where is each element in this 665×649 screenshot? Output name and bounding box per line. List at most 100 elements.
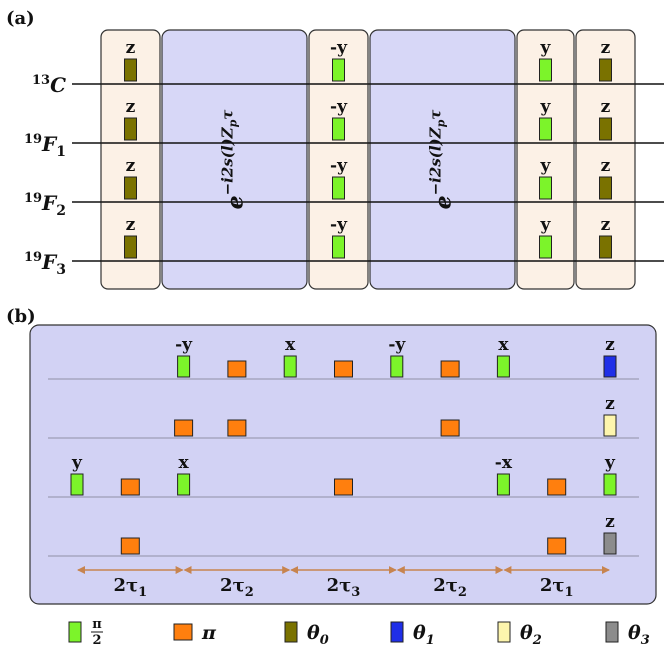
panel-a-qubit-labels: 13C 19F1 19F2 19F3 (24, 73, 66, 278)
panel-a-label: (a) (6, 8, 35, 29)
pulse-axis-label: z (126, 97, 136, 117)
theta1-pulse (603, 355, 617, 378)
pulse-axis-label: y (540, 156, 552, 176)
half-pi-pulse (177, 355, 191, 378)
legend-swatch-pi (173, 623, 193, 641)
pulse-marker (332, 176, 345, 200)
legend-swatch-theta3 (605, 621, 619, 643)
pulse-axis-label: z (601, 215, 611, 235)
pulse-axis-label: -y (330, 215, 348, 235)
pi-pulse (227, 360, 247, 378)
pulse-axis-label: z (126, 156, 136, 176)
panel-b-intervals: 2τ1 2τ2 2τ3 2τ2 2τ1 (77, 566, 610, 600)
pulse-axis-label: -y (330, 156, 348, 176)
pi-pulse (547, 537, 567, 555)
pulse-axis-label: z (605, 335, 615, 355)
pulse-marker (332, 58, 345, 82)
legend-label: π (201, 622, 217, 644)
pulse-column (516, 29, 575, 290)
half-pi-pulse (177, 473, 191, 496)
half-pi-pulse (496, 473, 510, 496)
legend-label: θ1 (413, 622, 435, 648)
pi-pulse (334, 360, 353, 378)
interval-label: 2τ1 (540, 575, 574, 600)
pulse-marker (124, 58, 137, 82)
pulse-axis-label: z (605, 512, 615, 532)
pulse-axis-label: -y (175, 335, 193, 355)
pulse-marker (599, 117, 612, 141)
pulse-axis-label: z (126, 38, 136, 58)
legend-label-num: π (92, 617, 102, 632)
pulse-marker (539, 58, 552, 82)
interval-label: 2τ1 (113, 575, 147, 600)
pulse-axis-label: -y (330, 38, 348, 58)
qubit-label: 13C (32, 73, 66, 97)
pulse-marker (539, 235, 552, 259)
panel-b-label: (b) (6, 306, 36, 327)
half-pi-pulse (70, 473, 84, 496)
pulse-column (308, 29, 369, 290)
pulse-marker (599, 235, 612, 259)
pulse-axis-label: x (179, 453, 190, 473)
panel-b-background (29, 324, 657, 605)
interval-label: 2τ3 (327, 575, 361, 600)
pi-pulse (440, 419, 460, 437)
pulse-axis-label: y (540, 97, 552, 117)
pulse-marker (599, 176, 612, 200)
pi-pulse (120, 537, 140, 555)
qubit-label: 19F1 (24, 132, 66, 160)
half-pi-pulse (603, 473, 617, 496)
pi-pulse (440, 360, 460, 378)
pulse-axis-label: y (540, 38, 552, 58)
pi-pulse (547, 478, 567, 496)
legend-swatch-theta1 (390, 621, 404, 643)
pulse-axis-label: -y (330, 97, 348, 117)
evolution-block (161, 29, 308, 290)
panel-a-qubit-lines (72, 83, 664, 262)
interval-label: 2τ2 (220, 575, 254, 600)
pi-pulse (174, 419, 194, 437)
pulse-axis-label: y (604, 453, 616, 473)
pulse-marker (539, 176, 552, 200)
pi-pulse (334, 478, 353, 496)
pulse-column (100, 29, 161, 290)
legend-label: θ0 (307, 622, 329, 648)
pi-pulse (227, 419, 247, 437)
pulse-marker (599, 58, 612, 82)
pi-pulse (120, 478, 140, 496)
legend-label: θ3 (628, 622, 650, 648)
pulse-marker (332, 117, 345, 141)
legend-swatch-theta2 (497, 621, 511, 643)
pulse-marker (124, 117, 137, 141)
pulse-marker (124, 176, 137, 200)
interval-label: 2τ2 (433, 575, 467, 600)
pulse-axis-label: y (71, 453, 83, 473)
legend-swatch-pi2 (68, 621, 82, 643)
pulse-axis-label: z (601, 38, 611, 58)
panel-a-pulses: z z z z -y -y -y -y y y y y z z z z (124, 38, 612, 259)
evolution-block (369, 29, 516, 290)
pulse-axis-label: z (601, 97, 611, 117)
pulse-axis-label: z (605, 394, 615, 414)
pulse-axis-label: y (540, 215, 552, 235)
pulse-axis-label: -y (388, 335, 406, 355)
theta2-pulse (603, 414, 617, 437)
pulse-axis-label: x (498, 335, 509, 355)
pulse-axis-label: -x (495, 453, 513, 473)
pulse-marker (332, 235, 345, 259)
pulse-axis-label: z (601, 156, 611, 176)
pulse-column (575, 29, 636, 290)
pulse-axis-label: z (126, 215, 136, 235)
panel-b-rows: -y x -y x z z y x -x y z (48, 335, 639, 557)
qubit-label: 19F2 (24, 191, 66, 219)
half-pi-pulse (283, 355, 297, 378)
pulse-axis-label: x (285, 335, 296, 355)
qubit-label: 19F3 (24, 250, 66, 278)
pulse-marker (124, 235, 137, 259)
half-pi-pulse (496, 355, 510, 378)
legend-label-den: 2 (92, 633, 101, 648)
